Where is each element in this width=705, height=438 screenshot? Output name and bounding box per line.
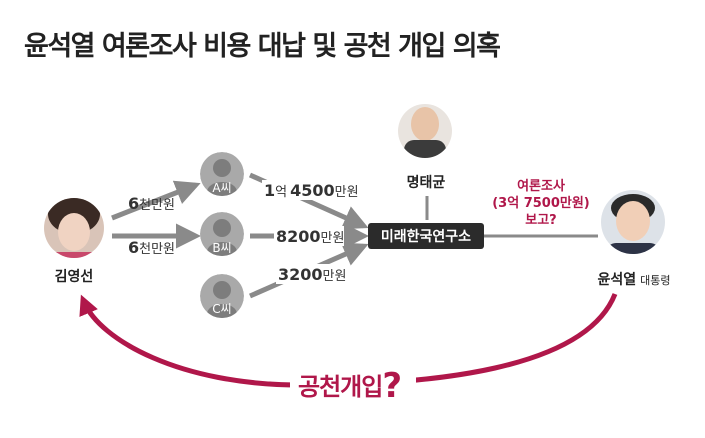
amount-c-to-institute: 3200만원 (278, 265, 346, 284)
amount-c-unit: 만원 (323, 269, 347, 284)
yoon-label: 윤석열 대통령 (597, 271, 670, 288)
person-c-label: C씨 (212, 302, 231, 316)
page-title: 윤석열 여론조사 비용 대납 및 공천 개입 의혹 (24, 31, 501, 62)
institute-label: 미래한국연구소 (381, 229, 471, 245)
amount-kim-to-b: 6천만원 (128, 238, 175, 257)
amount-a-unit2: 만원 (335, 185, 359, 200)
amount-a-unit1: 억 (275, 185, 287, 200)
myung-portrait (398, 104, 452, 158)
nomination-interference-text: 공천개입 (298, 373, 382, 401)
report-line-3: 보고? (525, 213, 556, 228)
kim-name: 김영선 (55, 268, 94, 285)
kim-portrait (44, 198, 104, 258)
person-a-silhouette (200, 152, 244, 196)
amount-c-bg (276, 264, 346, 284)
amount-a-num1: 1 (264, 181, 275, 200)
person-b-label: B씨 (212, 241, 231, 255)
amount-a-num2: 4500 (290, 181, 335, 200)
amount-a-bg (262, 180, 358, 200)
amount-c-num: 3200 (278, 265, 323, 284)
report-line-2: (3억 7500만원) (492, 195, 590, 211)
amount-kim-to-b-unit: 천만원 (139, 242, 175, 257)
amount-kim-to-a-num: 6 (128, 194, 139, 213)
report-line-1: 여론조사 (517, 178, 565, 194)
amount-b-bg (274, 226, 344, 246)
yoon-portrait (601, 190, 665, 254)
amount-kim-to-a: 6천만원 (128, 194, 175, 213)
question-mark: ? (382, 366, 401, 406)
person-c-silhouette (200, 274, 244, 318)
amount-kim-to-b-num: 6 (128, 238, 139, 257)
nomination-interference-label: 공천개입? (298, 366, 401, 406)
amount-b-to-institute: 8200만원 (276, 227, 344, 246)
person-a-label: A씨 (212, 181, 231, 195)
yoon-role: 대통령 (640, 274, 670, 287)
amount-kim-to-a-unit: 천만원 (139, 198, 175, 213)
person-b-silhouette (200, 212, 244, 256)
institute-box (368, 223, 484, 249)
arrow-kim-to-a (111, 180, 201, 221)
myung-name: 명태균 (407, 174, 446, 191)
amount-b-unit: 만원 (321, 231, 345, 246)
yoon-name: 윤석열 (597, 271, 636, 288)
report-annotation: 여론조사 (3억 7500만원) 보고? (492, 178, 590, 228)
curve-label-bg (290, 366, 416, 402)
amount-b-num: 8200 (276, 227, 321, 246)
